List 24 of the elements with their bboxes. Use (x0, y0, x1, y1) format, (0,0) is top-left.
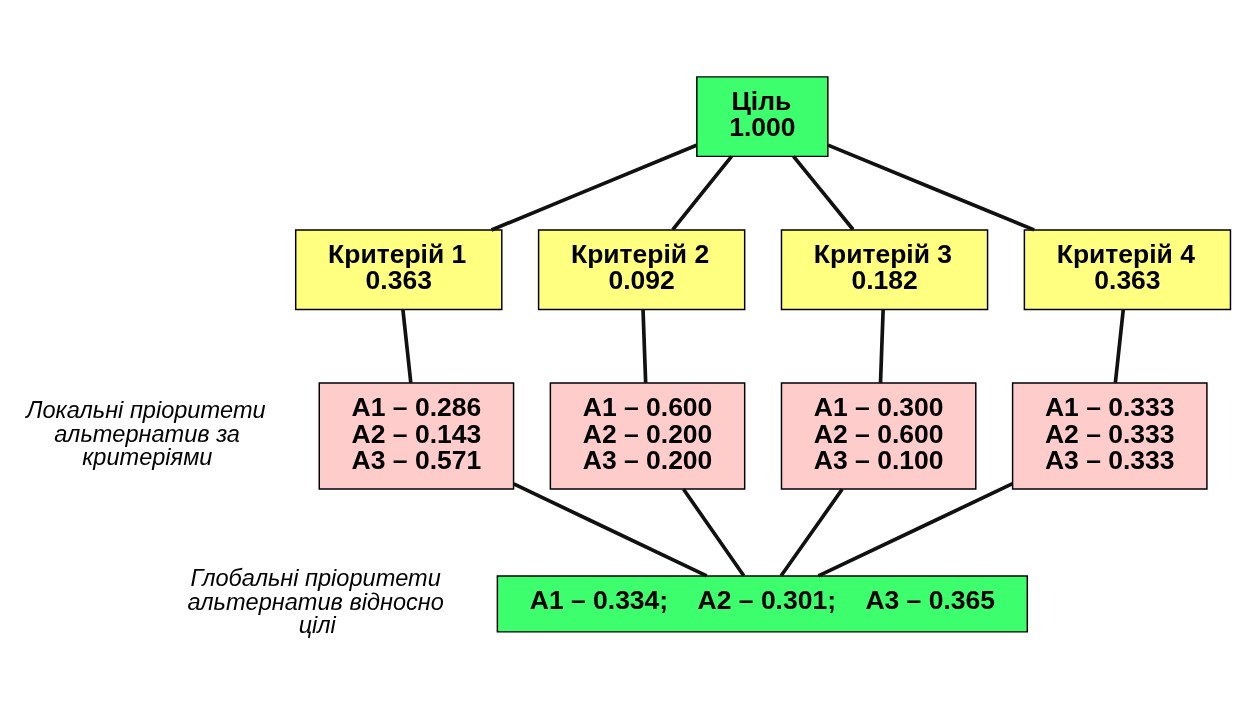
connector (878, 309, 885, 383)
node-box: A1 – 0.333 A2 – 0.333 A3 – 0.333 (1011, 382, 1208, 490)
connector (490, 143, 698, 232)
connector (827, 143, 1035, 232)
node-box: Критерій 3 0.182 (780, 229, 989, 311)
label: Локальні пріоритети альтернатив за критеріями (26, 397, 266, 471)
connector (401, 309, 413, 384)
label: Глобальні пріоритети альтернатив відносно цілі (187, 564, 444, 639)
connector (1113, 309, 1126, 384)
node-box: A1 – 0.334; A2 – 0.301; A3 – 0.365 (496, 575, 1029, 633)
connector (512, 482, 708, 578)
node-box: Критерій 1 0.363 (294, 229, 503, 311)
connector (779, 488, 844, 577)
connector (641, 309, 648, 383)
node-box: A1 – 0.600 A2 – 0.200 A3 – 0.200 (549, 382, 746, 490)
node-box: Критерій 4 0.363 (1023, 229, 1232, 311)
node-box: Ціль 1.000 (696, 76, 829, 158)
connector (682, 488, 746, 577)
node-box: Критерій 2 0.092 (537, 229, 746, 311)
node-box: A1 – 0.286 A2 – 0.143 A3 – 0.571 (318, 382, 515, 490)
connector (792, 155, 855, 231)
connector (671, 155, 733, 231)
connector (817, 482, 1014, 578)
node-box: A1 – 0.300 A2 – 0.600 A3 – 0.100 (780, 382, 977, 490)
